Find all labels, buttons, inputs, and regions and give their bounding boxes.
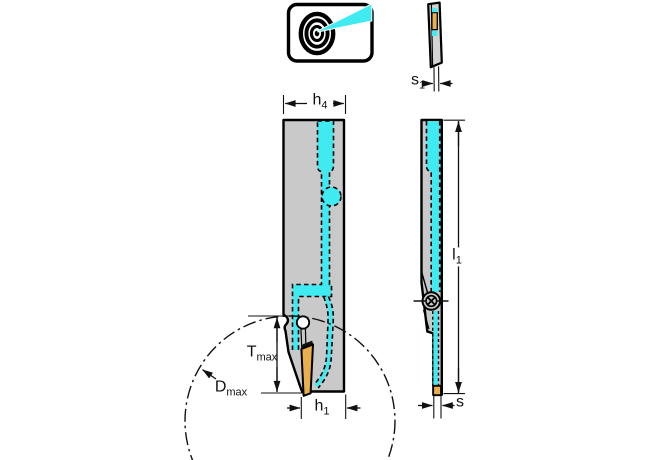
dmax-label: Dmax bbox=[214, 378, 248, 399]
dimension-h1 bbox=[287, 394, 361, 419]
s1-label: s1 bbox=[410, 71, 426, 92]
dimension-s bbox=[418, 396, 455, 419]
toolholder-body-front bbox=[282, 118, 346, 393]
h1-label: h1 bbox=[314, 397, 330, 418]
coolant-channel-side bbox=[426, 121, 440, 292]
insert-clamp-segment bbox=[431, 11, 438, 31]
clamp-screw bbox=[413, 291, 449, 311]
insert-blade-front-cap bbox=[301, 340, 313, 349]
side-view bbox=[413, 118, 449, 397]
h4-label: h4 bbox=[312, 91, 328, 112]
coolant-port-bottom bbox=[431, 30, 438, 36]
dimension-h4 bbox=[282, 95, 347, 114]
clamp-pin bbox=[295, 315, 311, 330]
insert-blade-front bbox=[300, 343, 314, 397]
coolant-branch-front bbox=[314, 295, 333, 388]
coolant-cross-bore bbox=[321, 186, 342, 207]
insert-tip-side bbox=[432, 384, 442, 397]
coolant-channel-front bbox=[292, 121, 334, 350]
front-view bbox=[282, 118, 346, 397]
coolant-beam-icon bbox=[317, 2, 373, 33]
tmax-label: Tmax bbox=[246, 343, 278, 364]
coolant-direction-target-icon bbox=[286, 2, 374, 63]
dimension-tmax bbox=[248, 315, 304, 394]
coolant-port-top bbox=[431, 8, 438, 13]
insert-cross-section-view bbox=[422, 1, 453, 92]
bullseye-icon bbox=[298, 11, 336, 56]
l1-label: l1 bbox=[449, 247, 465, 267]
coolant-blade-channel bbox=[433, 311, 438, 386]
s-label: s bbox=[456, 393, 464, 411]
dimension-dmax bbox=[202, 369, 217, 380]
